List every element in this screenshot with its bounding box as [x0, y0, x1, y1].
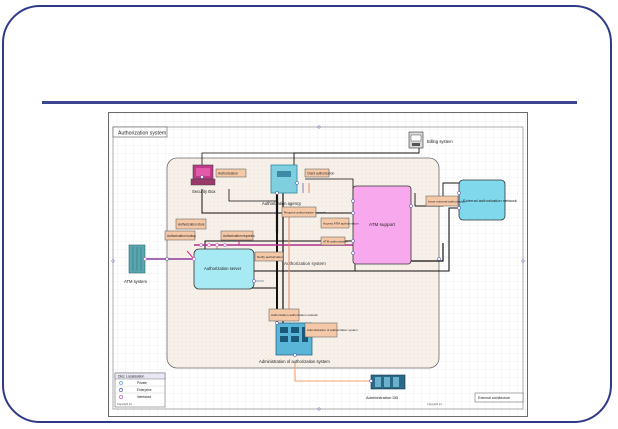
admin-db-label: Administration DB	[366, 395, 398, 400]
flow-label-authorization-lookup[interactable]: Authorization lookup	[164, 230, 196, 241]
flow-label-client-authorization[interactable]: Client authorization	[304, 168, 335, 178]
authorization-agency-node[interactable]: Authorization agency	[262, 164, 302, 206]
atm-support-label: ATM support	[369, 222, 396, 227]
flow-label-admin-auth-system[interactable]: Administration of authorization system	[304, 322, 358, 338]
admin-db-node[interactable]: Administration DB	[366, 374, 406, 400]
legend-row-enterprise: Enterprise	[115, 388, 165, 394]
flow-label-atm-authorization[interactable]: ATM authorization	[320, 236, 348, 246]
svg-text:Client authorization: Client authorization	[307, 172, 335, 176]
svg-text:Access ATM authorization: Access ATM authorization	[323, 222, 359, 226]
diagram-title: Authorization system	[118, 131, 166, 137]
flow-label-access-atm-auth[interactable]: Access ATM authorization	[320, 217, 359, 229]
atm-support-node[interactable]: ATM support	[352, 185, 412, 265]
flow-labels: Authorization Client authorization Autho…	[164, 168, 466, 338]
connections	[137, 142, 459, 382]
flow-label-auth-network[interactable]: Authorization authorization network	[268, 308, 318, 322]
svg-text:Interfaced: Interfaced	[137, 395, 151, 399]
external-network-label: External authorization network	[463, 198, 517, 203]
authorization-server-label: Authorization server	[204, 266, 242, 271]
internal-system-label: Authorization system	[284, 261, 326, 266]
legend-footer: Copyright (c) ...	[117, 402, 135, 406]
security-box-label: Security Box	[192, 189, 216, 194]
svg-text:Issue external authorization: Issue external authorization	[428, 200, 466, 204]
svg-text:Authorization: Authorization	[218, 172, 238, 176]
svg-text:External architecture: External architecture	[478, 396, 510, 400]
legend-row-interfaced: Interfaced	[119, 395, 151, 399]
ports	[111, 125, 525, 411]
external-network-node[interactable]: External authorization network	[458, 179, 517, 221]
svg-text:Authorization store: Authorization store	[178, 223, 205, 227]
atm-system-label: ATM system	[124, 279, 147, 284]
flow-label-ext-auth[interactable]: Issue external authorization	[425, 195, 466, 207]
admin-auth-system-label: Administration of authorization system	[259, 359, 330, 364]
flow-label-notify-auth[interactable]: Notify authorization	[254, 251, 284, 262]
flow-label-authorization-requests[interactable]: Authorization requests	[220, 230, 255, 241]
diagram-title-tab	[112, 126, 168, 138]
svg-text:Authorization requests: Authorization requests	[223, 234, 255, 238]
footer-right: External architecture Copyright (c) ...	[427, 392, 524, 406]
title-rule	[42, 101, 577, 104]
svg-text:Authorization lookup: Authorization lookup	[167, 234, 196, 238]
flow-label-authorization-store[interactable]: Authorization store	[175, 218, 207, 230]
legend-title: Disc Localisation	[118, 375, 144, 379]
svg-text:Authorization authorization ne: Authorization authorization network	[271, 313, 318, 317]
security-box-node[interactable]: Security Box	[190, 164, 216, 194]
svg-text:Notify authorization: Notify authorization	[257, 255, 284, 259]
footer-copyright: Copyright (c) ...	[427, 402, 445, 406]
svg-text:Request authorization network: Request authorization network	[284, 211, 326, 215]
svg-text:Private: Private	[137, 381, 147, 385]
svg-text:Administration of authorizatio: Administration of authorization system	[307, 328, 358, 332]
diagram-canvas[interactable]: Authorization system Authorization syste…	[108, 112, 528, 417]
legend: Disc Localisation Private Enterprise Int…	[114, 372, 166, 408]
billing-system-label: Billing system	[427, 139, 453, 144]
flow-label-authorization[interactable]: Authorization	[215, 168, 247, 178]
billing-system-node[interactable]: Billing system	[408, 131, 453, 149]
authorization-agency-label: Authorization agency	[262, 201, 302, 206]
admin-auth-system-node[interactable]: Administration of authorization system	[259, 322, 330, 364]
svg-text:ATM authorization: ATM authorization	[323, 240, 348, 244]
legend-row-private: Private	[115, 381, 165, 387]
authorization-server-node[interactable]: Authorization server	[193, 248, 255, 290]
svg-text:Enterprise: Enterprise	[137, 388, 152, 392]
flow-label-request-auth-network[interactable]: Request authorization network	[281, 206, 326, 218]
